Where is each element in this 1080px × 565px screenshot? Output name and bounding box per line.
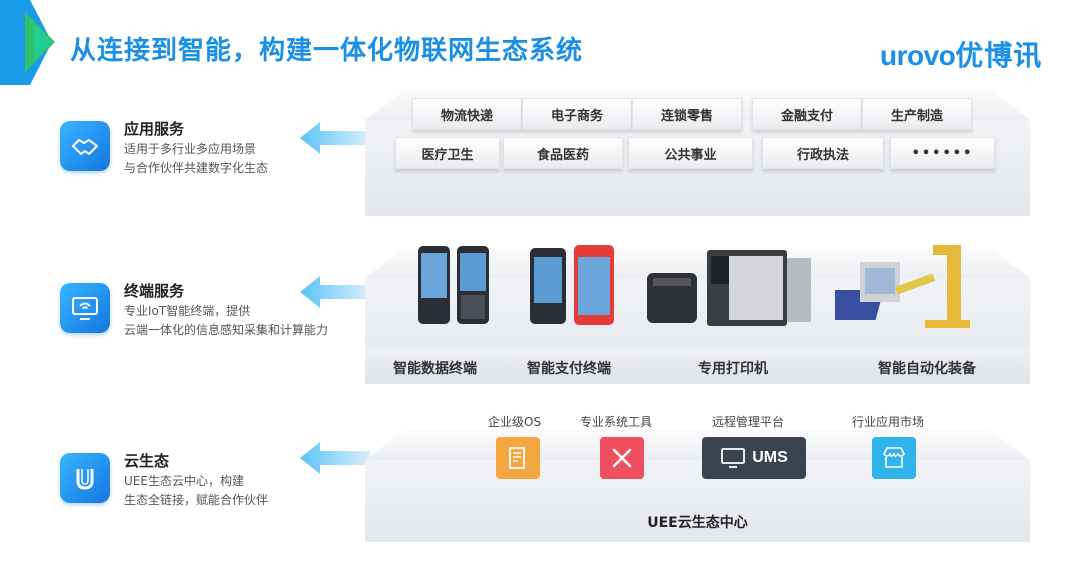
document-icon bbox=[496, 437, 540, 479]
automation-equipment-image bbox=[835, 245, 970, 328]
industry-chip: •••••• bbox=[890, 137, 995, 169]
layer-title: 云生态 bbox=[124, 452, 170, 470]
industry-chip: 公共事业 bbox=[628, 137, 753, 169]
industry-chip: 食品医药 bbox=[503, 137, 623, 169]
industry-chip: 医疗卫生 bbox=[395, 137, 500, 169]
device-label: 智能数据终端 bbox=[393, 361, 477, 377]
page-title: 从连接到智能，构建一体化物联网生态系统 bbox=[70, 36, 584, 66]
arrow-left-icon bbox=[300, 122, 370, 154]
tool-label: 行业应用市场 bbox=[852, 415, 925, 429]
payment-terminal-image bbox=[530, 245, 614, 325]
data-terminal-image bbox=[418, 246, 489, 324]
layer-line: 与合作伙伴共建数字化生态 bbox=[124, 161, 269, 175]
tool-label: 专业系统工具 bbox=[580, 415, 653, 429]
arrow-left-icon bbox=[300, 442, 370, 474]
device-label: 专用打印机 bbox=[698, 361, 768, 377]
monitor-wifi-icon bbox=[60, 283, 110, 333]
layer-line: 适用于多行业多应用场景 bbox=[124, 142, 257, 156]
industry-chip: 生产制造 bbox=[862, 98, 972, 130]
device-label: 智能自动化装备 bbox=[878, 361, 976, 377]
ums-label: UMS bbox=[752, 449, 788, 466]
layer-title: 应用服务 bbox=[124, 120, 185, 138]
layer-application: 应用服务 适用于多行业多应用场景 与合作伙伴共建数字化生态 bbox=[60, 118, 380, 188]
logo-latin: urovo bbox=[880, 40, 956, 71]
layer-cloud: 云生态 UEE生态云中心，构建 生态全链接，赋能合作伙伴 bbox=[60, 450, 380, 520]
tool-label: 远程管理平台 bbox=[712, 415, 785, 429]
cloud-platform bbox=[365, 430, 1030, 542]
urovo-logo: urovo优博讯 bbox=[880, 34, 1042, 74]
layer-line: 专业IoT智能终端，提供 bbox=[124, 304, 251, 318]
device-label-bar bbox=[365, 348, 1030, 384]
corner-decoration bbox=[0, 0, 55, 85]
tools-icon bbox=[600, 437, 644, 479]
monitor-icon: UMS bbox=[702, 437, 806, 479]
tool-label: 企业级OS bbox=[488, 415, 542, 429]
u-logo-icon bbox=[60, 453, 110, 503]
layer-title: 终端服务 bbox=[124, 282, 185, 300]
device-label: 智能支付终端 bbox=[527, 361, 611, 377]
layer-terminal: 终端服务 专业IoT智能终端，提供 云端一体化的信息感知采集和计算能力 bbox=[60, 280, 380, 350]
industry-chip: 连锁零售 bbox=[632, 98, 742, 130]
arrow-left-icon bbox=[300, 276, 370, 308]
handshake-icon bbox=[60, 121, 110, 171]
layer-line: UEE生态云中心，构建 bbox=[124, 474, 244, 488]
store-icon bbox=[872, 437, 916, 479]
cloud-center-label: UEE云生态中心 bbox=[647, 515, 748, 531]
logo-cn: 优博讯 bbox=[955, 39, 1043, 72]
layer-line: 云端一体化的信息感知采集和计算能力 bbox=[124, 323, 329, 337]
industry-chip: 电子商务 bbox=[522, 98, 632, 130]
printer-image bbox=[647, 250, 811, 326]
industry-chip: 物流快递 bbox=[412, 98, 522, 130]
layer-line: 生态全链接，赋能合作伙伴 bbox=[124, 493, 269, 507]
industry-chip: 金融支付 bbox=[752, 98, 862, 130]
industry-chip: 行政执法 bbox=[762, 137, 884, 169]
